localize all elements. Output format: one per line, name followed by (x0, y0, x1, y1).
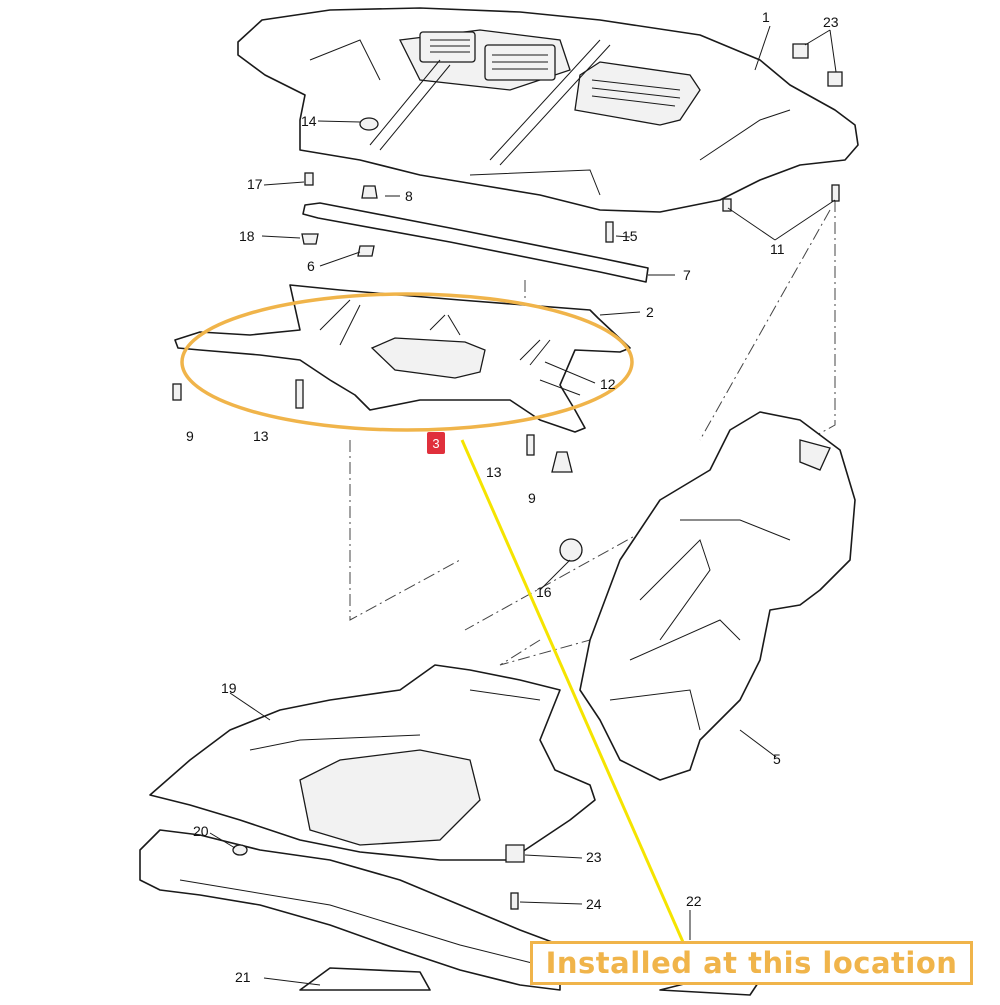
grommet-16 (559, 538, 583, 562)
screw-9b (551, 451, 573, 473)
bolt-13b (526, 434, 535, 456)
nut-6 (357, 245, 375, 257)
screw-11b (831, 184, 840, 202)
callout-23-bottom: 23 (586, 849, 602, 865)
callout-20: 20 (193, 823, 209, 839)
callout-6: 6 (307, 258, 315, 274)
part-3-marker: 3 (427, 432, 445, 454)
bolt-13a (295, 379, 304, 409)
callout-labels: 1 23 14 17 8 18 15 6 11 7 2 12 9 13 13 9… (186, 9, 839, 985)
callout-15: 15 (622, 228, 638, 244)
callout-7: 7 (683, 267, 691, 283)
callout-21: 21 (235, 969, 251, 985)
callout-12: 12 (600, 376, 616, 392)
bolt-15 (605, 221, 614, 243)
part-1-upper-panel (237, 7, 859, 213)
callout-8: 8 (405, 188, 413, 204)
callout-22: 22 (686, 893, 702, 909)
highlight-ellipse (180, 292, 634, 432)
location-banner: Installed at this location (530, 941, 973, 985)
fasteners (172, 43, 843, 910)
leader-lines (209, 25, 837, 986)
part-19-floor-panel (149, 664, 596, 861)
part-7-strip (302, 202, 649, 283)
grommet-14 (359, 117, 379, 131)
grommet-20 (232, 844, 248, 856)
callout-17: 17 (247, 176, 263, 192)
screw-9a (172, 383, 182, 401)
callout-1: 1 (762, 9, 770, 25)
clip-23a (792, 43, 809, 59)
callout-13-left: 13 (253, 428, 269, 444)
callout-24: 24 (586, 896, 602, 912)
callout-9-left: 9 (186, 428, 194, 444)
callout-14: 14 (301, 113, 317, 129)
screw-24 (510, 892, 519, 910)
screw-11a (722, 198, 732, 212)
callout-9-right: 9 (528, 490, 536, 506)
callout-5: 5 (773, 751, 781, 767)
part-21-22-lower-rail (139, 829, 761, 996)
callout-16: 16 (536, 584, 552, 600)
plug-18 (301, 233, 319, 245)
callout-23-top: 23 (823, 14, 839, 30)
clip-8 (361, 185, 378, 199)
callout-11: 11 (770, 241, 785, 257)
bolt-17 (304, 172, 314, 186)
callout-2: 2 (646, 304, 654, 320)
clip-23b (827, 71, 843, 87)
clip-23c (505, 844, 525, 863)
location-banner-text: Installed at this location (545, 946, 958, 980)
callout-13-right: 13 (486, 464, 502, 480)
callout-18: 18 (239, 228, 255, 244)
highlight-pointer (460, 439, 692, 959)
part-5-side-panel (579, 411, 856, 781)
callout-19: 19 (221, 680, 237, 696)
part-2-bracket (174, 284, 631, 433)
